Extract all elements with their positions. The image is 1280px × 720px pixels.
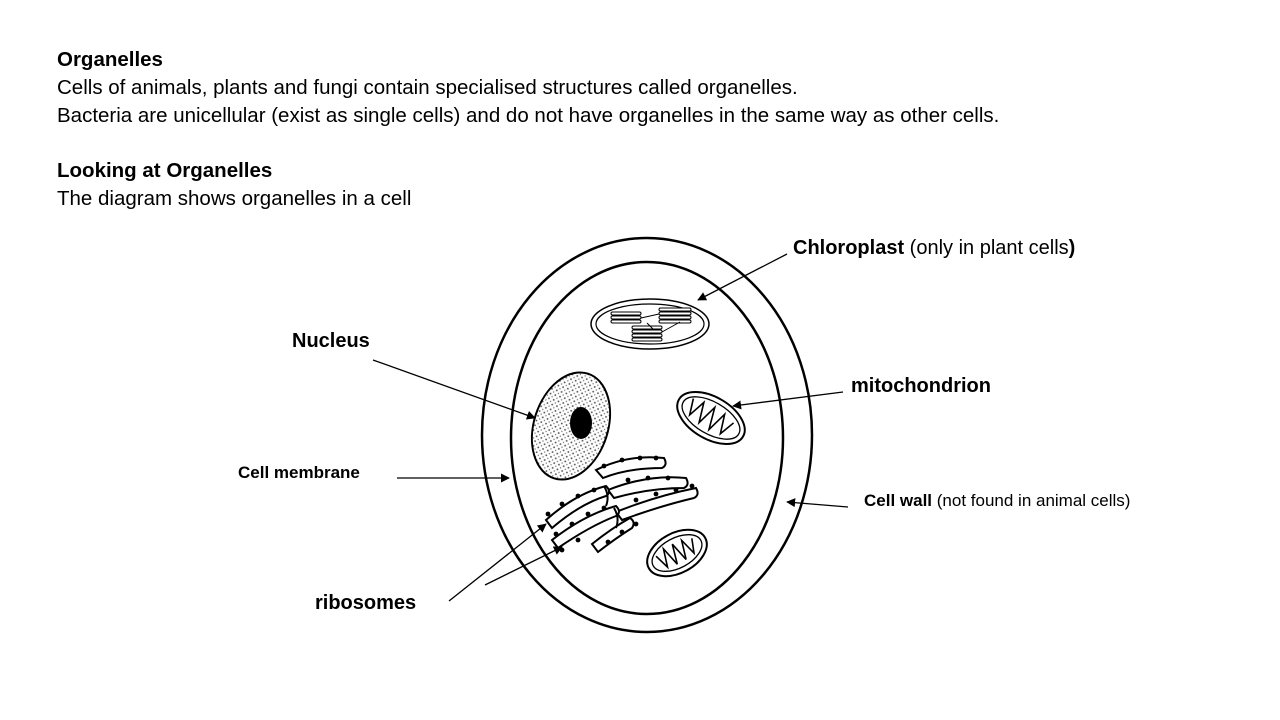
label-nucleus: Nucleus [292,330,370,352]
label-mitochondrion: mitochondrion [851,375,991,397]
intro-text: Organelles Cells of animals, plants and … [57,46,1237,213]
label-chloroplast: Chloroplast (only in plant cells) [793,237,1076,259]
nucleus-shape [530,371,612,481]
rough-er-shape [544,456,699,554]
arrow-ribosomes-2 [484,546,563,586]
label-ribosomes: ribosomes [315,592,417,614]
arrow-cell-wall [786,498,849,508]
label-arrows [372,253,849,602]
heading-looking-at-organelles: Looking at Organelles [57,159,273,182]
arrow-chloroplast [697,253,788,301]
ribosome-dots [545,455,695,553]
arrow-mitochondrion [732,391,844,410]
mitochondrion-shape-lower [646,528,708,578]
heading-organelles: Organelles [57,48,163,71]
paragraph-organelles: Cells of animals, plants and fungi conta… [57,76,798,99]
arrow-ribosomes-1 [448,523,547,602]
chloroplast-shape [590,298,710,350]
cell-membrane-shape [509,260,785,616]
mitochondrion-shape [676,391,746,445]
paragraph-diagram-intro: The diagram shows organelles in a cell [57,187,412,210]
arrow-nucleus [372,359,536,420]
label-cell-membrane: Cell membrane [238,463,360,482]
label-cell-wall: Cell wall (not found in animal cells) [864,491,1131,510]
paragraph-bacteria: Bacteria are unicellular (exist as singl… [57,104,1000,127]
